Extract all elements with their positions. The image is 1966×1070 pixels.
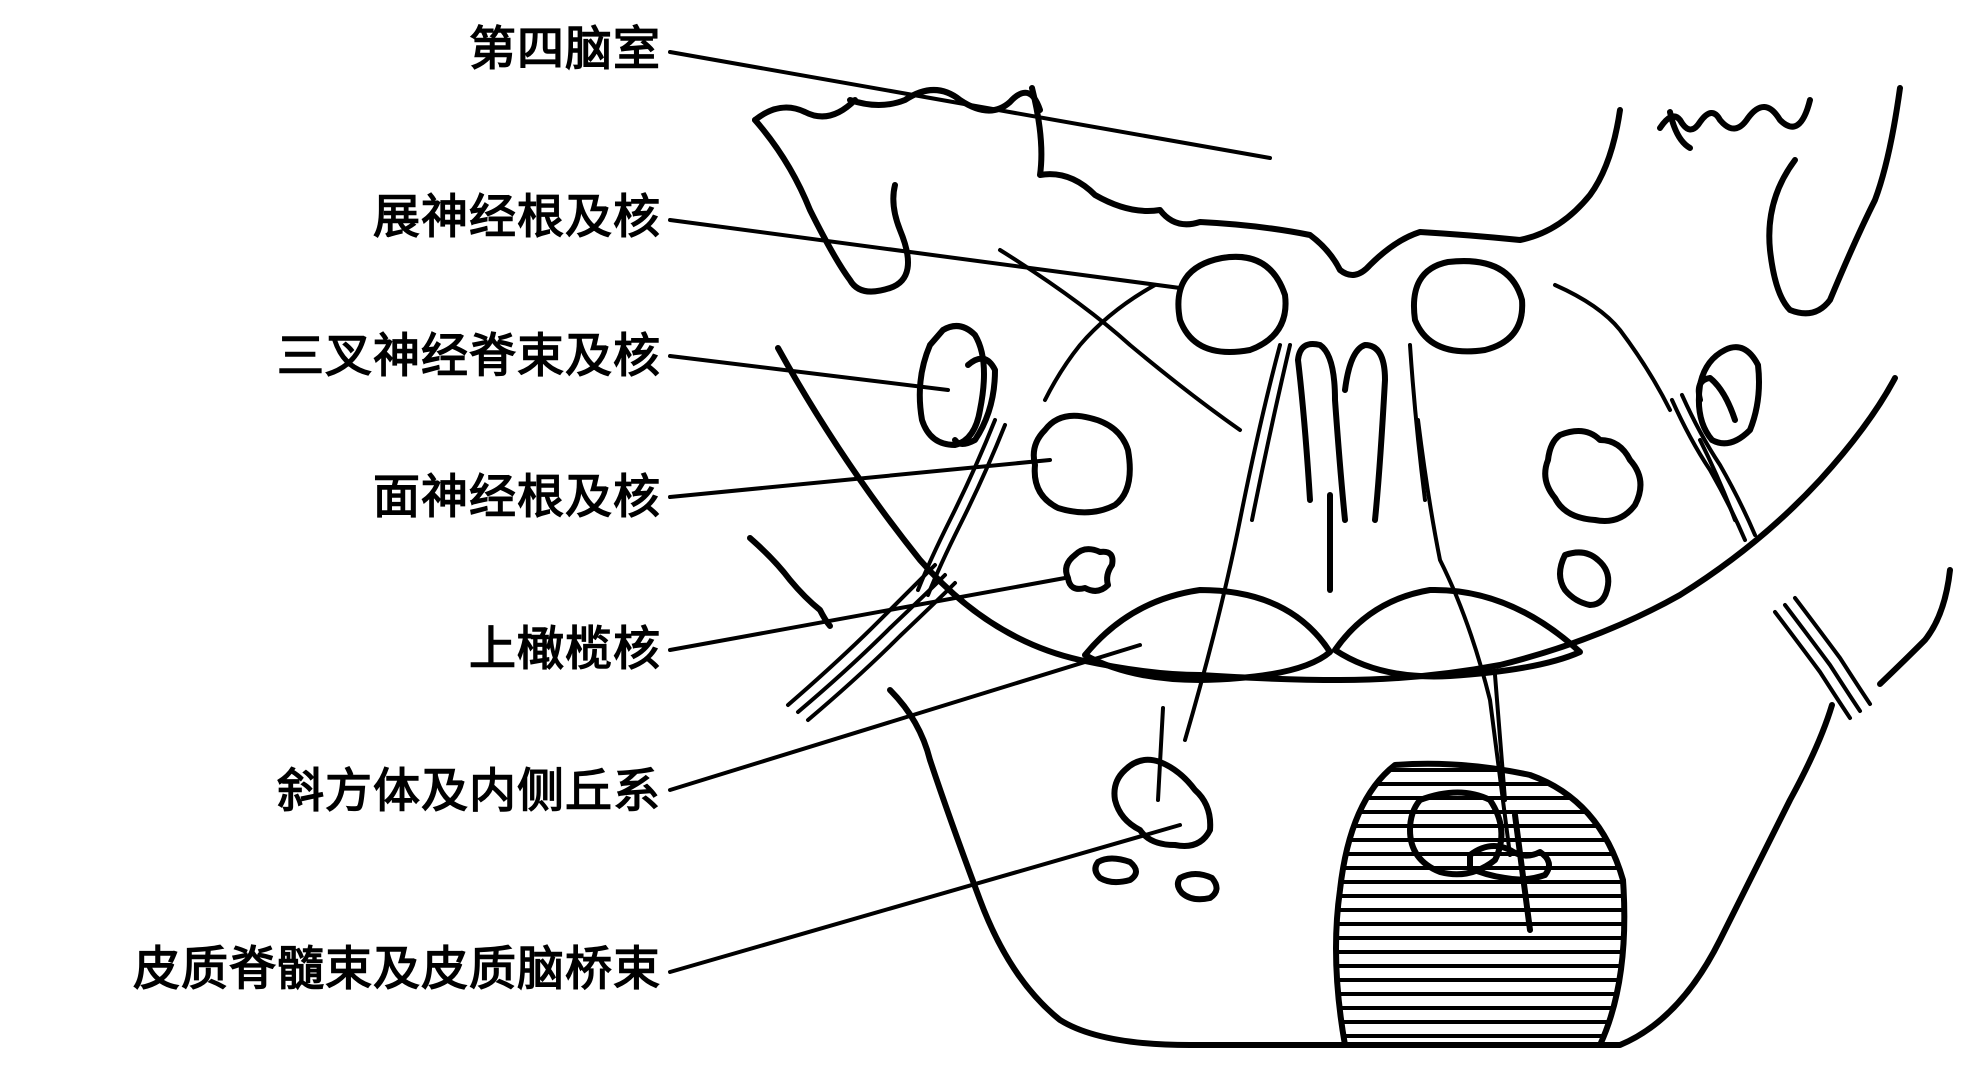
abducens-nuclei [1175, 253, 1526, 355]
right-facial-nucleus [1542, 428, 1644, 524]
left-facial-nucleus [1030, 412, 1133, 516]
label-facial-nerve-root-and-nucleus: 面神经根及核 [373, 470, 661, 525]
label-fourth-ventricle: 第四脑室 [469, 22, 661, 77]
left-abducens-nucleus [1175, 253, 1289, 355]
right-abducens-nucleus [1411, 258, 1526, 355]
right-trapezoid-lens [1332, 586, 1583, 680]
facial-nerve-internal-genu [998, 248, 1737, 522]
trapezoid-body [1082, 586, 1583, 683]
left-trigeminal-inner [952, 355, 998, 447]
lateral-fibre-bundles [786, 393, 1872, 722]
right-trigeminal-inner [1695, 375, 1738, 423]
left-trigeminal-outer [916, 323, 987, 448]
left-outer-lobule [747, 535, 833, 629]
leader-trapezoid [668, 643, 1142, 792]
label-abducens-nerve-root-and-nucleus: 展神经根及核 [373, 190, 661, 245]
left-corticospinal-tract [1092, 756, 1220, 903]
leader-trigeminal [668, 354, 950, 392]
right-superior-olive [1557, 549, 1612, 608]
leader-abducens [668, 218, 1182, 290]
superior-olivary-nuclei [1063, 546, 1612, 608]
label-superior-olivary-nucleus: 上橄榄核 [469, 622, 661, 677]
label-trigeminal-spinal-tract-and-nucleus: 三叉神经脊束及核 [277, 329, 661, 384]
facial-nuclei [1030, 412, 1644, 524]
left-superior-olive [1063, 546, 1116, 594]
abducens-nerve-roots [1156, 343, 1512, 857]
lateral-recesses [752, 85, 1903, 317]
right-outer-contour [1877, 567, 1953, 687]
pons-outline [747, 345, 1953, 1048]
leader-lines [668, 50, 1272, 974]
basal-pons-outline [887, 687, 1835, 1048]
left-lateral-recess [752, 117, 911, 295]
median-raphe [1295, 341, 1388, 593]
label-corticospinal-and-corticopontine-tracts: 皮质脊髓束及皮质脑桥束 [133, 942, 661, 997]
trigeminal-spinal-tract [916, 323, 1762, 448]
left-trapezoid-lens [1082, 587, 1333, 683]
fourth-ventricle-outline [752, 85, 1813, 278]
leader-corticospinal [668, 823, 1182, 974]
label-trapezoid-body-and-medial-lemniscus: 斜方体及内侧丘系 [277, 764, 661, 819]
right-trigeminal-outer [1695, 344, 1762, 447]
leader-superior-olive [668, 576, 1067, 652]
right-lateral-recess [1766, 85, 1903, 317]
right-corticospinal-hatched-region [1333, 760, 1628, 1048]
